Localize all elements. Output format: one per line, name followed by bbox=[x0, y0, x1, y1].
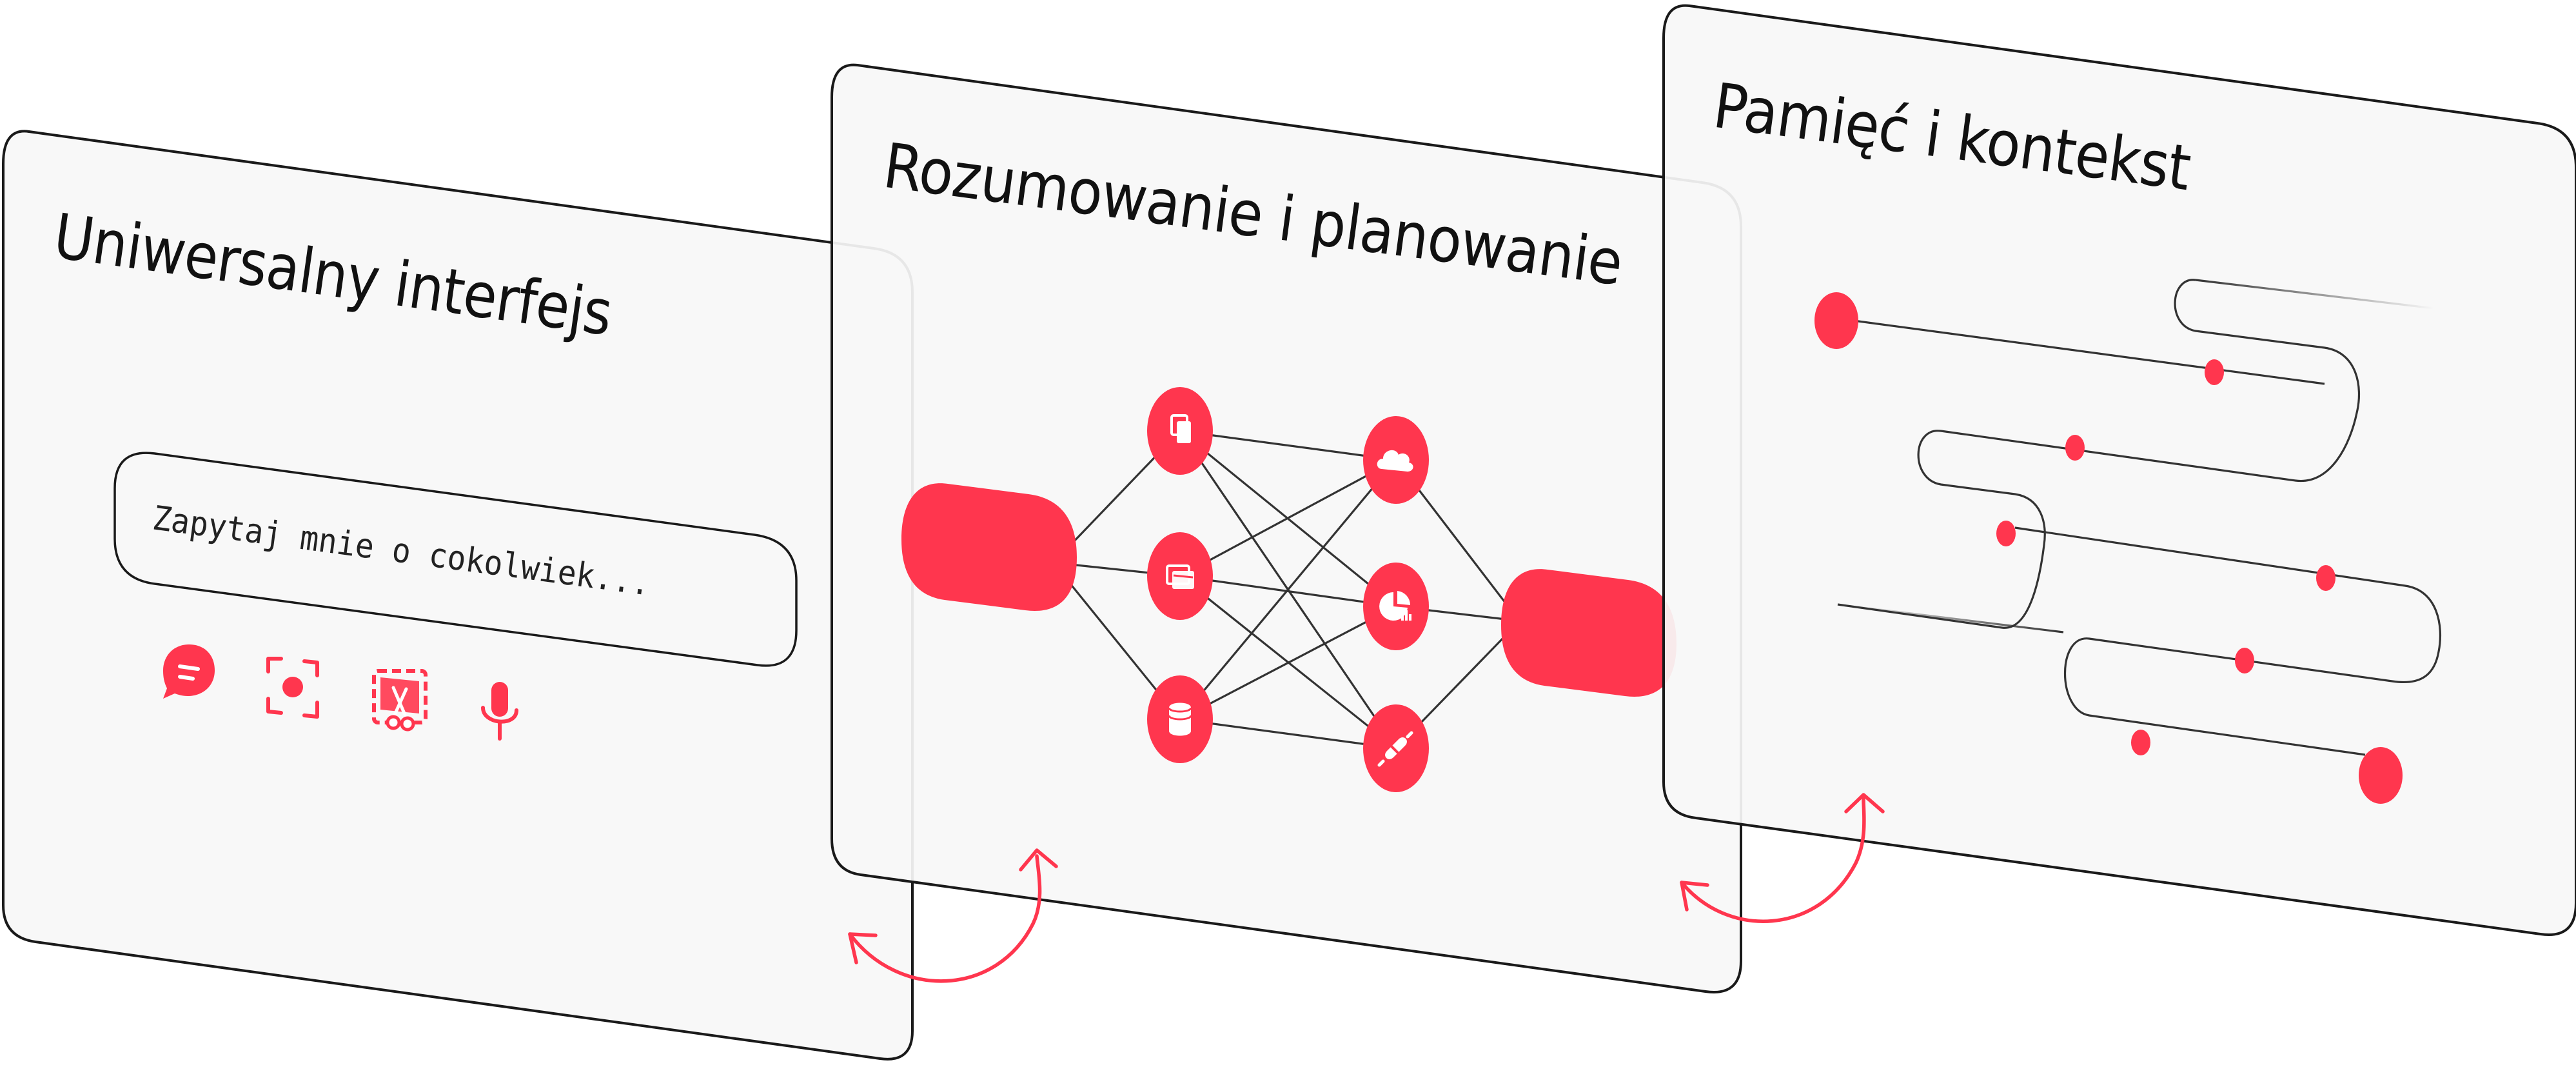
interface-panel: Uniwersalny interfejs Zapytaj mnie o cok… bbox=[1, 130, 914, 1061]
transition-arrow-2 bbox=[1680, 793, 1885, 923]
memory-track bbox=[1834, 279, 2441, 756]
plug-icon bbox=[1363, 704, 1429, 792]
window-icon bbox=[1147, 532, 1213, 620]
memory-points bbox=[1814, 292, 2403, 804]
documents-icon bbox=[1147, 387, 1213, 475]
search-input[interactable]: Zapytaj mnie o cokolwiek... bbox=[113, 452, 798, 667]
pie-chart-icon bbox=[1363, 563, 1429, 650]
database-icon bbox=[1147, 675, 1213, 763]
chat-bubble-icon[interactable] bbox=[163, 644, 215, 699]
memory-panel: Pamięć i kontekst bbox=[1662, 4, 2576, 936]
snippet-scissors-icon[interactable] bbox=[372, 669, 428, 732]
transition-arrow-1 bbox=[848, 848, 1058, 983]
reasoning-panel: Rozumowanie i planowanie bbox=[831, 63, 1742, 993]
input-capsule bbox=[901, 483, 1077, 611]
screen-capture-icon[interactable] bbox=[266, 657, 319, 719]
microphone-icon[interactable] bbox=[481, 682, 518, 741]
output-capsule bbox=[1501, 569, 1676, 697]
cloud-icon bbox=[1363, 416, 1429, 504]
